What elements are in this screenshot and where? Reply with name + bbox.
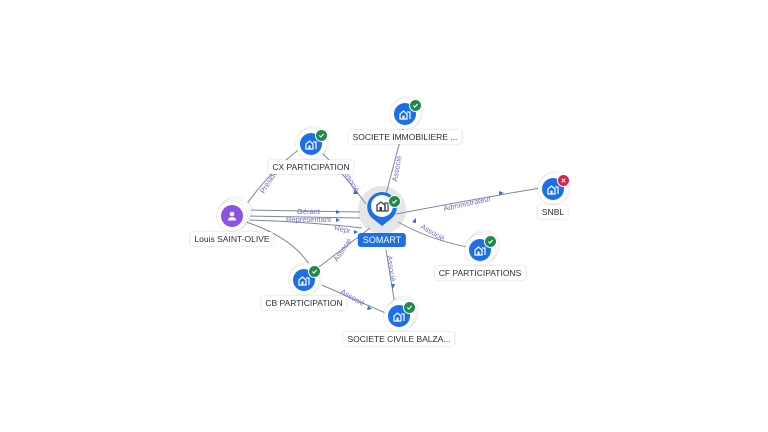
node-label[interactable]: SOCIETE CIVILE BALZA... xyxy=(343,332,455,346)
building-icon xyxy=(305,140,317,150)
arrow-icon xyxy=(336,218,340,222)
edge-label-gerant: Gérant xyxy=(297,207,321,216)
check-icon xyxy=(412,103,419,108)
edge-cb-scb[interactable] xyxy=(321,284,389,315)
status-active-badge xyxy=(388,195,401,208)
edge-somart-snbl[interactable] xyxy=(395,187,541,215)
status-active-badge xyxy=(484,235,497,248)
node-label[interactable]: Louis SAINT-OLIVE xyxy=(190,232,274,246)
edge-label-somart-scb-associe: Associé xyxy=(385,255,398,282)
building-icon xyxy=(298,276,310,286)
edge-label-representant: Représentant xyxy=(286,215,332,224)
arrow-icon xyxy=(412,218,416,223)
status-active-badge xyxy=(315,129,328,142)
node-label[interactable]: CX PARTICIPATION xyxy=(268,160,354,174)
edge-label-cf-associe: Associé xyxy=(419,222,446,243)
node-label[interactable]: CF PARTICIPATIONS xyxy=(434,266,526,280)
check-icon xyxy=(318,133,325,138)
check-icon xyxy=(391,199,398,204)
building-icon xyxy=(399,110,411,120)
check-icon xyxy=(487,239,494,244)
person-icon xyxy=(228,211,236,221)
node-label-somart[interactable]: SOMART xyxy=(357,233,407,247)
arrow-icon xyxy=(336,210,340,214)
building-icon xyxy=(474,246,486,256)
edge-somart-scb[interactable] xyxy=(385,249,396,306)
status-inactive-badge xyxy=(557,174,570,187)
edge-label-administrateur: Administrateur xyxy=(443,194,493,213)
check-icon xyxy=(311,269,318,274)
edge-label-soc-imm-associe: Associé xyxy=(390,155,403,182)
close-icon xyxy=(561,178,566,183)
arrow-icon xyxy=(499,191,504,195)
node-label[interactable]: CB PARTICIPATION xyxy=(261,296,347,310)
edge-label-cb-associe: Associé xyxy=(331,236,353,263)
arrow-icon xyxy=(353,190,358,194)
status-active-badge xyxy=(403,301,416,314)
building-icon xyxy=(376,201,389,212)
edge-louis-somart-gerant[interactable] xyxy=(247,209,361,213)
edge-cx-somart[interactable] xyxy=(321,152,367,205)
map-pin-icon xyxy=(367,192,397,226)
status-active-badge xyxy=(308,265,321,278)
building-icon xyxy=(393,312,405,322)
person-avatar xyxy=(221,205,243,227)
edge-cf-somart[interactable] xyxy=(397,221,473,249)
node-label[interactable]: SNBL xyxy=(537,205,569,219)
arrow-icon xyxy=(391,284,395,289)
edge-label-repr: Repr xyxy=(334,223,352,235)
arrow-icon xyxy=(367,306,372,310)
status-active-badge xyxy=(409,99,422,112)
building-icon xyxy=(547,185,559,195)
arrow-icon xyxy=(354,230,358,234)
node-label[interactable]: SOCIETE IMMOBILIERE ... xyxy=(348,130,462,144)
edge-louis-somart-repr[interactable] xyxy=(249,219,363,229)
check-icon xyxy=(406,305,413,310)
edge-louis-somart-representant[interactable] xyxy=(247,215,361,219)
